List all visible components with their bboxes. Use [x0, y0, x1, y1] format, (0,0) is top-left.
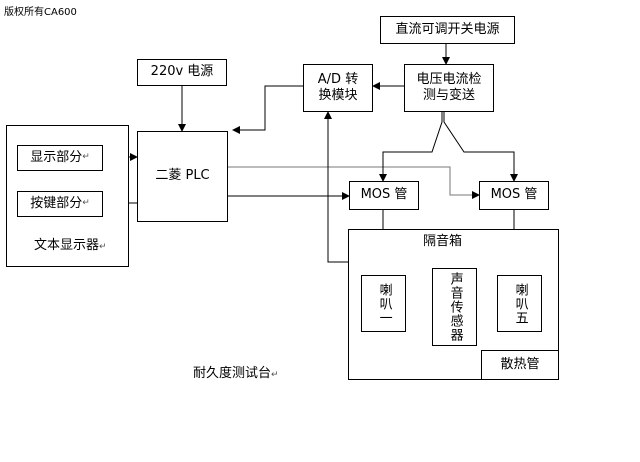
detector-line1: 电压电流检	[416, 71, 482, 87]
mos-left-box: MOS 管	[349, 181, 419, 210]
text-display-label: 文本显示器↵	[34, 234, 107, 253]
speaker-5-box: 喇叭五	[497, 275, 542, 332]
return-mark: ↵	[82, 198, 90, 209]
ac-power-box: 220v 电源	[137, 59, 227, 86]
keys-part-label: 按键部分	[30, 195, 83, 211]
bench-label-text: 耐久度测试台	[193, 366, 272, 381]
detector-box: 电压电流检 测与变送	[404, 64, 494, 112]
display-part-box: 显示部分↵	[17, 145, 103, 171]
watermark: 版权所有CA600	[4, 7, 77, 18]
return-mark: ↵	[99, 242, 107, 252]
speaker-5-label: 喇叭五	[512, 282, 528, 325]
ad-module-line1: A/D 转	[317, 71, 359, 87]
heat-pipe-box: 散热管	[481, 350, 559, 380]
return-mark: ↵	[271, 370, 279, 380]
dc-power-box: 直流可调开关电源	[380, 16, 515, 44]
ad-module-box: A/D 转 换模块	[303, 64, 373, 112]
speaker-1-label: 喇叭一	[376, 282, 392, 325]
sound-sensor-label: 声音传感器	[447, 272, 463, 342]
soundproof-label: 隔音箱	[423, 234, 463, 249]
mos-right-box: MOS 管	[479, 181, 549, 210]
keys-part-box: 按键部分↵	[17, 191, 103, 217]
wire-detector-to-mos-right	[443, 112, 518, 182]
wire-detector-to-mos-left	[379, 112, 443, 182]
return-mark: ↵	[82, 152, 90, 163]
text-display-text: 文本显示器	[34, 238, 100, 253]
display-part-label: 显示部分	[30, 149, 83, 165]
ad-module-line2: 换模块	[318, 88, 358, 103]
detector-line2: 测与变送	[422, 88, 475, 103]
bench-label: 耐久度测试台↵	[193, 362, 279, 381]
wire-plc-to-mos-right	[228, 166, 480, 199]
plc-box: 二菱 PLC	[137, 131, 228, 222]
sound-sensor-box: 声音传感器	[432, 268, 477, 346]
speaker-1-box: 喇叭一	[361, 275, 406, 332]
wire-ad-to-plc	[232, 85, 303, 134]
